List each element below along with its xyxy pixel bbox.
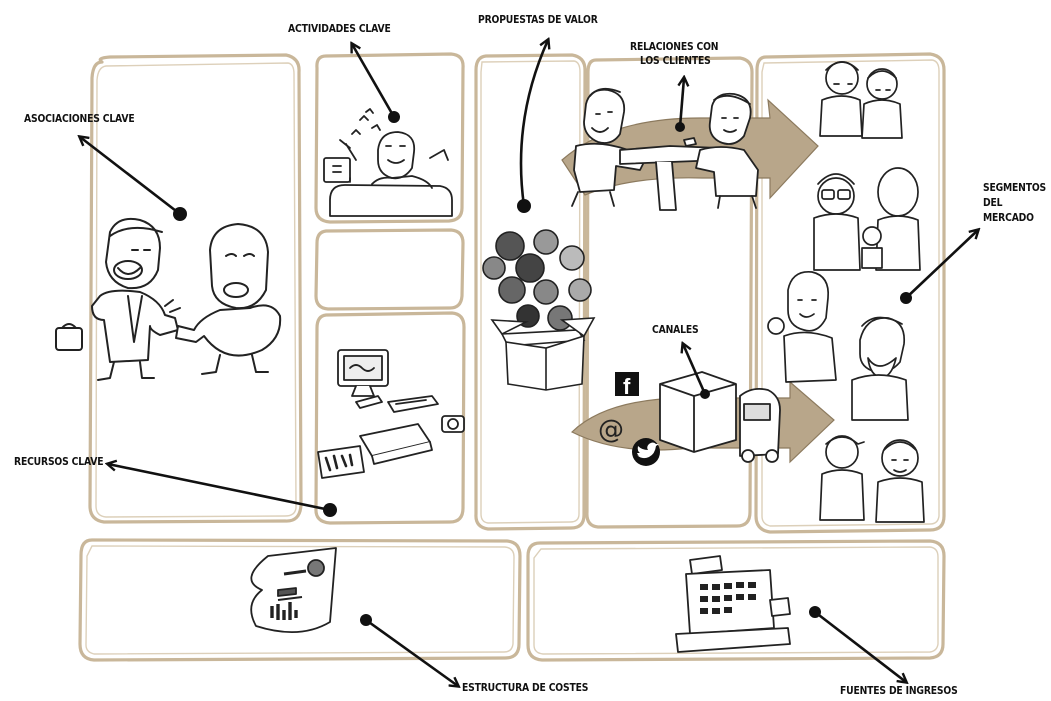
block-relaciones-canales	[585, 56, 754, 529]
arrow-fuentes-de-ingresos	[814, 610, 906, 682]
block-outlines	[78, 52, 946, 662]
arrow-recursos-clave	[108, 464, 331, 512]
cash-register-icon	[675, 555, 791, 653]
customer-relationship-illustration	[571, 87, 759, 211]
report-chart-icon	[250, 547, 337, 634]
arrow-propuestas-de-valor	[519, 40, 548, 207]
facebook-icon: f	[615, 372, 639, 399]
arrow-relaciones	[680, 78, 684, 128]
activities-illustration	[323, 108, 453, 217]
callout-arrows	[80, 40, 978, 686]
label-relaciones-line1: RELACIONES CON	[630, 41, 719, 53]
label-actividades-clave: ACTIVIDADES CLAVE	[288, 23, 391, 35]
channels-illustration	[659, 371, 781, 463]
partners-handshake-illustration	[55, 217, 282, 381]
label-asociaciones-clave: ASOCIACIONES CLAVE	[24, 113, 135, 125]
label-fuentes-de-ingresos: FUENTES DE INGRESOS	[840, 685, 958, 697]
block-estructura-de-costes	[78, 538, 522, 662]
arrow-estructura-de-costes	[365, 618, 458, 686]
block-asociaciones-clave	[88, 53, 303, 524]
block-actividades-mid	[314, 228, 465, 311]
block-recursos-clave	[314, 311, 466, 525]
block-propuestas-de-valor	[474, 53, 587, 531]
arrow-canales	[683, 344, 707, 395]
label-canales: CANALES	[652, 324, 699, 336]
label-estructura-de-costes: ESTRUCTURA DE COSTES	[462, 682, 589, 694]
value-proposition-illustration	[482, 229, 596, 391]
at-sign-icon: @	[598, 415, 624, 445]
label-segmentos-line2: DEL	[983, 197, 1003, 209]
label-segmentos-line1: SEGMENTOS	[983, 182, 1047, 194]
block-fuentes-de-ingresos	[526, 539, 946, 662]
label-propuestas-de-valor: PROPUESTAS DE VALOR	[478, 14, 598, 26]
label-relaciones-line2: LOS CLIENTES	[640, 55, 711, 67]
resources-illustration	[317, 349, 465, 479]
arrow-actividades-clave	[352, 44, 396, 118]
label-segmentos-line3: MERCADO	[983, 212, 1034, 224]
callout-dots	[173, 111, 912, 626]
customer-segments-illustration	[767, 61, 925, 523]
block-segmentos	[754, 52, 946, 534]
block-actividades-clave	[314, 52, 465, 224]
arrow-asociaciones-clave	[80, 137, 181, 216]
arrow-segmentos	[905, 230, 978, 299]
label-recursos-clave: RECURSOS CLAVE	[14, 456, 104, 468]
twitter-icon	[632, 438, 660, 466]
svg-text:f: f	[623, 374, 631, 399]
